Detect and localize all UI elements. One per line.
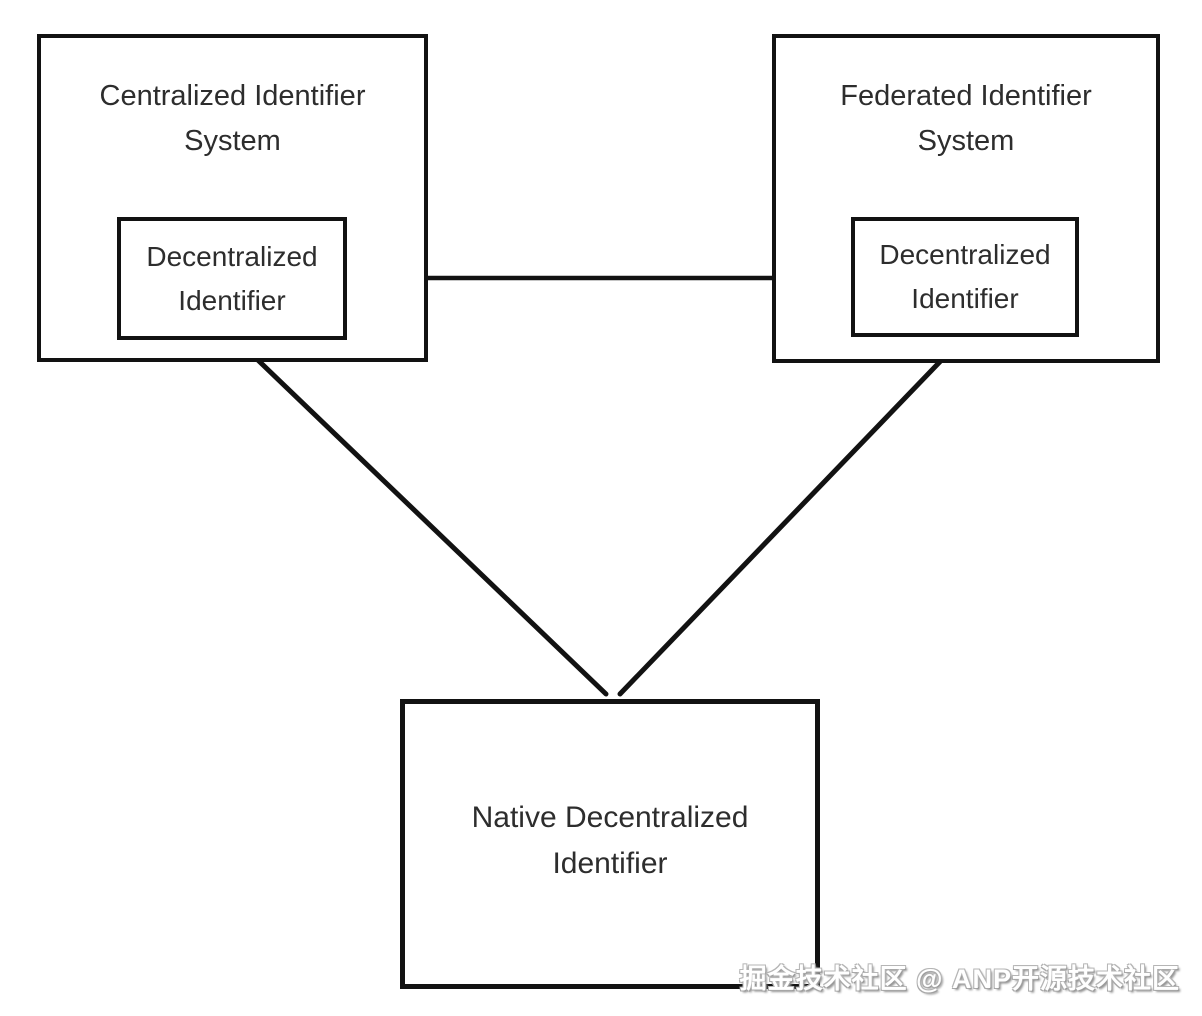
decentralized-identifier-right-label: Decentralized Identifier (879, 239, 1051, 314)
centralized-system-title: Centralized Identifier System (99, 80, 366, 157)
connector-right-diagonal (617, 341, 960, 697)
box-centralized-identifier-system: Centralized Identifier System (37, 34, 428, 362)
box-federated-identifier-system: Federated Identifier System (772, 34, 1160, 363)
connector-left-diagonal (235, 338, 609, 697)
box-decentralized-identifier-right: Decentralized Identifier (851, 217, 1079, 337)
watermark-text: 掘金技术社区 @ ANP开源技术社区 (739, 964, 1180, 994)
decentralized-identifier-left-label: Decentralized Identifier (146, 240, 318, 316)
box-native-decentralized-identifier: Native Decentralized Identifier (400, 699, 820, 989)
box-decentralized-identifier-left: Decentralized Identifier (117, 217, 347, 340)
native-decentralized-identifier-label: Native Decentralized Identifier (471, 801, 749, 880)
federated-system-title: Federated Identifier System (840, 80, 1092, 157)
